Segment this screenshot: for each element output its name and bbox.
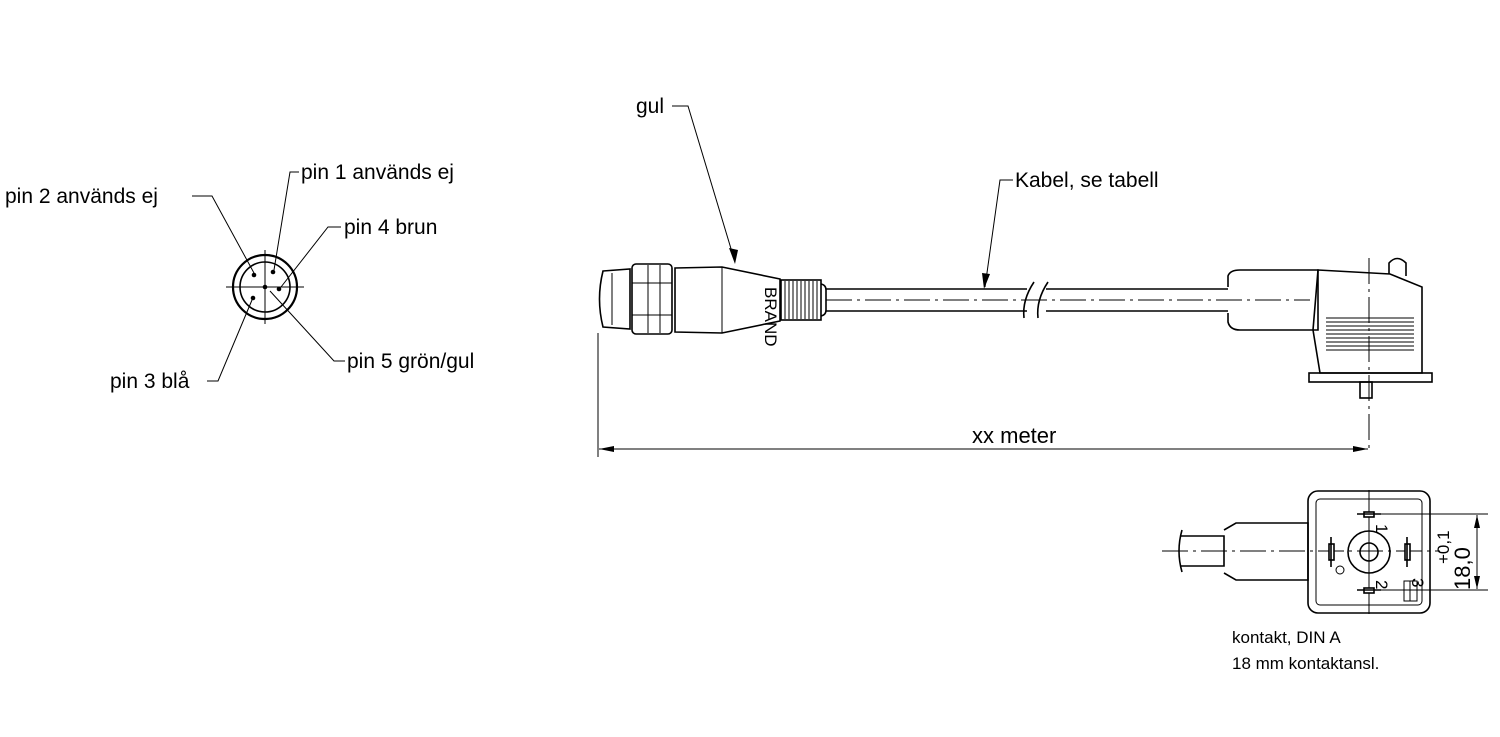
contact-type-label: kontakt, DIN A (1232, 628, 1341, 647)
m12-thread-end (598, 268, 631, 330)
pin-3-label: pin 3 blå (110, 370, 190, 393)
pin-1-label: pin 1 används ej (301, 161, 454, 184)
din-cable-gland (1227, 269, 1319, 331)
length-arrow-left (599, 446, 614, 452)
cable-label-arrowhead (982, 273, 990, 289)
cable-label-leader (984, 179, 1013, 288)
din-pin-mark-1: 1 (1372, 524, 1391, 533)
pin-2-label: pin 2 används ej (5, 185, 158, 208)
din-flange (1308, 372, 1433, 383)
din-front-view: 1 2 3 18,0 +0,1 kontakt, DIN A 18 mm kon… (1162, 490, 1488, 673)
din-pin-mark-2: 2 (1372, 580, 1391, 589)
brand-mark: BRAND (761, 287, 780, 347)
cable-label: Kabel, se tabell (1015, 169, 1159, 192)
cable-assembly: BRAND (597, 95, 1433, 457)
length-arrow-right (1353, 446, 1368, 452)
din-screw-head (1388, 257, 1407, 276)
length-label: xx meter (972, 423, 1056, 448)
cable-break-mark-2 (1036, 281, 1049, 319)
dim-value: 18,0 (1450, 547, 1475, 590)
pin-5-dot (262, 284, 268, 290)
pin-3-leader (207, 299, 253, 382)
pin-1-dot (270, 269, 276, 275)
earth-symbol-icon (1335, 565, 1345, 575)
dim-tolerance: +0,1 (1434, 530, 1453, 564)
gul-leader (672, 105, 736, 263)
m12-coupling-nut (631, 263, 673, 335)
cable-break-mark-1 (1022, 281, 1035, 319)
contact-spacing-label: 18 mm kontaktansl. (1232, 654, 1379, 673)
din-grip-ribs (1326, 317, 1414, 351)
pin-4-leader (280, 226, 341, 288)
pin-1-leader (273, 171, 299, 271)
din-pin-stub (1359, 381, 1373, 399)
pin-2-leader (192, 195, 255, 274)
pin-face-view: pin 1 används ej pin 2 används ej pin 4 … (5, 161, 474, 393)
strain-relief (780, 279, 822, 321)
pin-4-label: pin 4 brun (344, 216, 437, 239)
dim-arrow-top (1474, 515, 1480, 528)
pin-3-dot (250, 295, 256, 301)
pin-5-label: pin 5 grön/gul (347, 350, 474, 373)
gul-arrowhead (729, 248, 738, 264)
pin-4-dot (276, 286, 282, 292)
pin-5-leader (269, 290, 345, 362)
din-front-cable (1180, 535, 1225, 567)
gul-label: gul (636, 95, 664, 118)
dim-arrow-bottom (1474, 576, 1480, 589)
pin-2-dot (251, 272, 257, 278)
